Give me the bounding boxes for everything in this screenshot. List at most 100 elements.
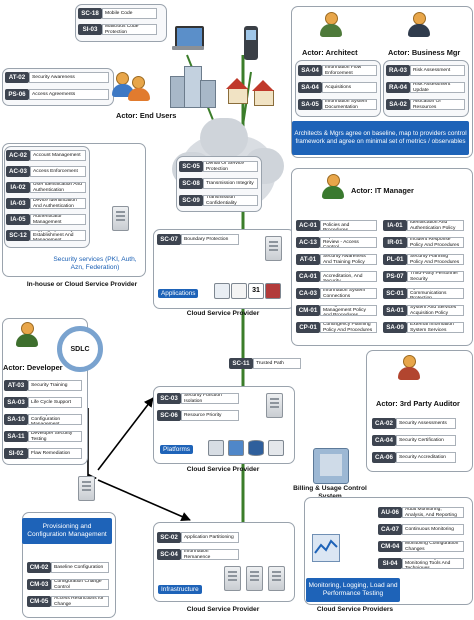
office-buildings-icon: [170, 66, 216, 108]
control-ra-03: RA-03 Risk Assessment: [386, 64, 465, 77]
control-sa-04-flow: SA-04 Information Flow Enforcement: [298, 64, 377, 77]
control-desc: Malicious Code Protection: [102, 24, 157, 35]
control-code: SA-05: [298, 99, 322, 110]
control-desc: Application Partitioning: [181, 532, 239, 543]
control-desc: Security Training: [28, 380, 82, 391]
control-code: SC-11: [229, 358, 253, 369]
control-code: AT-03: [4, 380, 28, 391]
control-sa-09: SA-09 External Information System Servic…: [383, 321, 464, 334]
infrastructure-caption: Cloud Service Provider: [186, 606, 260, 613]
control-sc-11: SC-11 Trusted Path: [229, 357, 301, 370]
monitoring-caption: Cloud Service Providers: [316, 606, 394, 613]
control-code: SC-08: [179, 178, 203, 189]
control-code: SI-02: [4, 448, 28, 459]
control-code: CM-05: [27, 596, 51, 607]
control-ac-01: AC-01 Access Control Policies and Proced…: [296, 219, 377, 232]
control-code: CA-07: [378, 524, 402, 535]
control-code: IR-01: [383, 237, 407, 248]
control-desc: Supervision And Review - Access Control: [320, 237, 377, 248]
control-code: AC-01: [296, 220, 320, 231]
platforms-label: Platforms: [160, 445, 193, 454]
control-code: SC-01: [383, 288, 407, 299]
control-sa-10: SA-10 Developer Configuration Management: [4, 413, 82, 426]
control-ac-13: AC-13 Supervision And Review - Access Co…: [296, 236, 377, 249]
control-code: CP-01: [296, 322, 320, 333]
control-ia-01: IA-01 Identification And Authentication …: [383, 219, 464, 232]
control-desc: Device Identification And Authentication: [30, 198, 86, 209]
architect-avatar-icon: [318, 10, 344, 40]
monitoring-waveform-icon: [314, 539, 338, 554]
control-at-02: AT-02 Security Awareness: [5, 71, 109, 84]
control-desc: System And Communications Protection: [407, 288, 464, 299]
control-desc: Configuration Change Control: [51, 579, 109, 590]
control-ia-03: IA-03 Device Identification And Authenti…: [6, 197, 86, 210]
control-desc: User Identification And Authentication: [30, 182, 86, 193]
control-code: AU-06: [378, 507, 402, 518]
control-sa-01: SA-01 System And Services Acquisition Po…: [383, 304, 464, 317]
control-cm-02: CM-02 Baseline Configuration: [27, 561, 109, 574]
control-pl-01: PL-01 Security Planning Policy And Proce…: [383, 253, 464, 266]
control-desc: Contingency Planning Policy And Procedur…: [320, 322, 377, 333]
control-ra-04: RA-04 Risk Assessment Update: [386, 81, 465, 94]
control-code: AT-01: [296, 254, 320, 265]
control-ca-04: CA-04 Security Certification: [372, 434, 456, 447]
control-desc: Information System Documentation: [322, 99, 377, 110]
sdlc-cycle-icon: SDLC: [57, 326, 103, 372]
business-mgr-actor-label: Actor: Business Mgr: [388, 48, 461, 57]
control-cm-01: CM-01 Configuration Management Policy An…: [296, 304, 377, 317]
control-code: SA-02: [386, 99, 410, 110]
control-desc: Security Planning Policy And Procedures: [407, 254, 464, 265]
control-desc: Security Function Isolation: [181, 393, 239, 404]
monitoring-chart-icon: [312, 534, 340, 562]
provisioning-server-icon: [78, 476, 95, 501]
control-ps-06: PS-06 Access Agreements: [5, 88, 109, 101]
platform-icon-d: [268, 440, 284, 456]
control-cm-04: CM-04 Monitoring Configuration Changes: [378, 540, 464, 553]
control-code: IA-02: [6, 182, 30, 193]
control-desc: Denial Of Service Protection: [203, 161, 258, 172]
control-desc: Incident Response Policy And Procedures: [407, 237, 464, 248]
control-desc: Allocation Of Resources: [410, 99, 465, 110]
provisioning-label: Provisioning and Configuration Managemen…: [22, 518, 112, 544]
control-desc: Authenticator Management: [30, 214, 86, 225]
control-ac-02: AC-02 Account Management: [6, 149, 86, 162]
control-at-03: AT-03 Security Training: [4, 379, 82, 392]
control-code: AC-03: [6, 166, 30, 177]
control-code: RA-03: [386, 65, 410, 76]
control-code: SC-02: [157, 532, 181, 543]
control-code: IA-01: [383, 220, 407, 231]
control-sc-18: SC-18 Mobile Code: [78, 7, 157, 20]
control-code: SA-01: [383, 305, 407, 316]
monitoring-label: Monitoring, Logging, Load and Performanc…: [306, 578, 400, 602]
control-au-06: AU-06 Audit Monitoring, Analysis, And Re…: [378, 506, 464, 519]
control-code: CM-04: [378, 541, 402, 552]
architect-actor-label: Actor: Architect: [302, 48, 358, 57]
control-ca-02: CA-02 Security Assessments: [372, 417, 456, 430]
control-code: SC-09: [179, 195, 203, 206]
end-users-avatar-icon: [112, 70, 152, 106]
control-code: SI-04: [378, 558, 402, 569]
control-desc: Security Awareness: [29, 72, 109, 83]
control-desc: Continuous Monitoring: [402, 524, 464, 535]
it-manager-avatar-icon: [320, 172, 346, 202]
applications-label: Applications: [158, 289, 199, 298]
platform-icon-a: [208, 440, 224, 456]
auditor-actor-label: Actor: 3rd Party Auditor: [376, 399, 460, 408]
control-sa-02: SA-02 Allocation Of Resources: [386, 98, 465, 111]
control-desc: Developer Security Testing: [28, 431, 82, 442]
control-desc: Mobile Code: [102, 8, 157, 19]
control-code: SI-03: [78, 24, 102, 35]
control-sc-02: SC-02 Application Partitioning: [157, 531, 239, 544]
control-ca-01: CA-01 Certification, Accreditation, And …: [296, 270, 377, 283]
control-desc: External Information System Services: [407, 322, 464, 333]
infrastructure-server-icon-2: [246, 566, 263, 591]
control-desc: Risk Assessment: [410, 65, 465, 76]
control-sc-07: SC-07 Boundary Protection: [157, 233, 239, 246]
control-desc: Certification, Accreditation, And Securi…: [320, 271, 377, 282]
auditor-panel: [366, 350, 473, 472]
control-desc: Baseline Configuration: [51, 562, 109, 573]
control-desc: Identification And Authentication Policy: [407, 220, 464, 231]
control-desc: Access Agreements: [29, 89, 109, 100]
control-desc: Information Remanence: [181, 549, 239, 560]
control-code: RA-04: [386, 82, 410, 93]
